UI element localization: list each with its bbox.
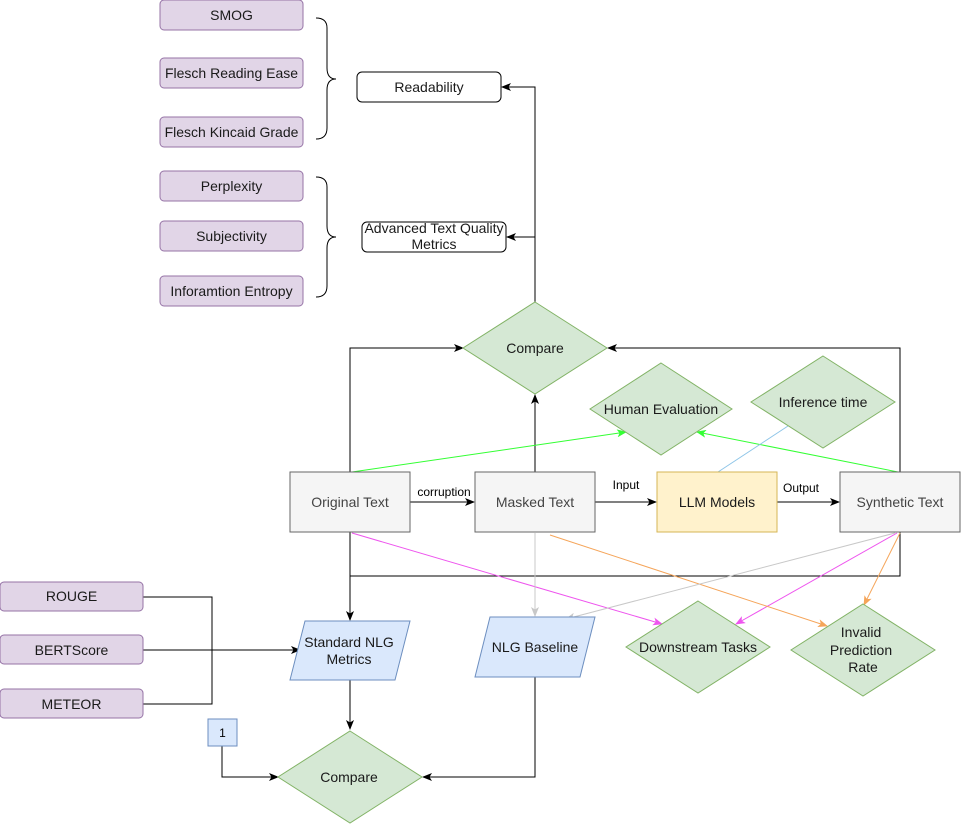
svg-text:METEOR: METEOR (42, 696, 102, 712)
svg-text:BERTScore: BERTScore (35, 642, 109, 658)
svg-text:LLM Models: LLM Models (679, 494, 755, 510)
synthetic-text-box: Synthetic Text (839, 471, 961, 533)
svg-text:SMOG: SMOG (210, 7, 253, 23)
edge-synthetic-to-invalid (863, 532, 901, 606)
advanced-metric-subjectivity: Subjectivity (159, 220, 304, 252)
svg-text:Subjectivity: Subjectivity (196, 228, 267, 244)
svg-text:Flesch Kincaid Grade: Flesch Kincaid Grade (165, 124, 299, 140)
nlg-metric-meteor: METEOR (0, 688, 144, 719)
output-label: Output (783, 481, 820, 495)
llm-models-box: LLM Models (656, 471, 778, 533)
human-evaluation-diamond: Human Evaluation (589, 362, 733, 456)
readability-metric-flesch-kincaid-grade: Flesch Kincaid Grade (159, 116, 304, 148)
svg-text:ROUGE: ROUGE (46, 588, 97, 604)
nlg-baseline-box: NLG Baseline (474, 616, 596, 678)
svg-text:Compare: Compare (506, 340, 564, 356)
svg-text:Compare: Compare (320, 769, 378, 785)
svg-text:Standard NLG: Standard NLG (304, 634, 394, 650)
svg-text:NLG Baseline: NLG Baseline (492, 639, 579, 655)
nlg-metric-rouge: ROUGE (0, 581, 144, 612)
advanced-metric-perplexity: Perplexity (159, 170, 304, 202)
standard-nlg-metrics-box: Standard NLG Metrics (289, 620, 411, 681)
edge-original-to-downstream (351, 532, 663, 626)
edge-original-to-human-eval (351, 429, 627, 473)
downstream-tasks-diamond: Downstream Tasks (625, 600, 771, 694)
edge-compare-to-readability (501, 83, 536, 302)
input-label: Input (613, 478, 640, 492)
readability-metric-flesch-reading-ease: Flesch Reading Ease (159, 57, 304, 89)
svg-text:Metrics: Metrics (326, 651, 371, 667)
masked-text-box: Masked Text (474, 471, 596, 533)
svg-text:Rate: Rate (848, 659, 878, 675)
nlg-metric-bertscore: BERTScore (0, 634, 144, 665)
advanced-text-quality-box: Advanced Text Quality Metrics (361, 220, 507, 253)
edge-synthetic-to-compare (607, 344, 901, 472)
original-text-box: Original Text (289, 471, 411, 533)
svg-text:Masked Text: Masked Text (496, 494, 574, 510)
compare-bottom-diamond: Compare (277, 730, 423, 824)
svg-text:Metrics: Metrics (411, 236, 456, 252)
svg-text:1: 1 (219, 726, 226, 740)
corruption-label: corruption (417, 485, 470, 499)
svg-text:Advanced Text Quality: Advanced Text Quality (364, 220, 503, 236)
edge-masked-to-invalid (549, 534, 828, 627)
svg-text:Human Evaluation: Human Evaluation (604, 401, 718, 417)
compare-top-diamond: Compare (462, 301, 608, 395)
edges (143, 17, 901, 781)
badge-1: 1 (207, 718, 238, 747)
svg-text:Prediction: Prediction (830, 642, 892, 658)
svg-text:Perplexity: Perplexity (201, 178, 262, 194)
svg-text:Original Text: Original Text (311, 494, 389, 510)
svg-text:Flesch Reading Ease: Flesch Reading Ease (165, 65, 298, 81)
advanced-brace (315, 176, 337, 298)
svg-text:Synthetic Text: Synthetic Text (857, 494, 944, 510)
edge-badge-to-compare (221, 746, 279, 781)
svg-text:Downstream Tasks: Downstream Tasks (639, 639, 757, 655)
svg-text:Readability: Readability (394, 79, 463, 95)
edge-synthetic-to-human-eval (696, 429, 899, 473)
svg-text:Inference time: Inference time (779, 394, 868, 410)
svg-text:Inforamtion Entropy: Inforamtion Entropy (170, 283, 292, 299)
advanced-metric-information-entropy: Inforamtion Entropy (159, 275, 304, 307)
edge-bottom-loop (349, 532, 901, 577)
edge-synthetic-to-baseline (565, 532, 896, 621)
inference-time-diamond: Inference time (750, 355, 896, 449)
invalid-prediction-rate-diamond: Invalid Prediction Rate (790, 603, 936, 697)
readability-brace (315, 17, 337, 140)
edge-baseline-to-compare (422, 677, 536, 781)
readability-box: Readability (356, 71, 502, 103)
edge-synthetic-to-downstream (735, 532, 898, 625)
svg-text:Invalid: Invalid (841, 624, 881, 640)
edge-llm-to-inference (717, 425, 789, 473)
readability-metric-smog: SMOG (159, 0, 304, 31)
edge-original-to-compare (349, 344, 464, 472)
